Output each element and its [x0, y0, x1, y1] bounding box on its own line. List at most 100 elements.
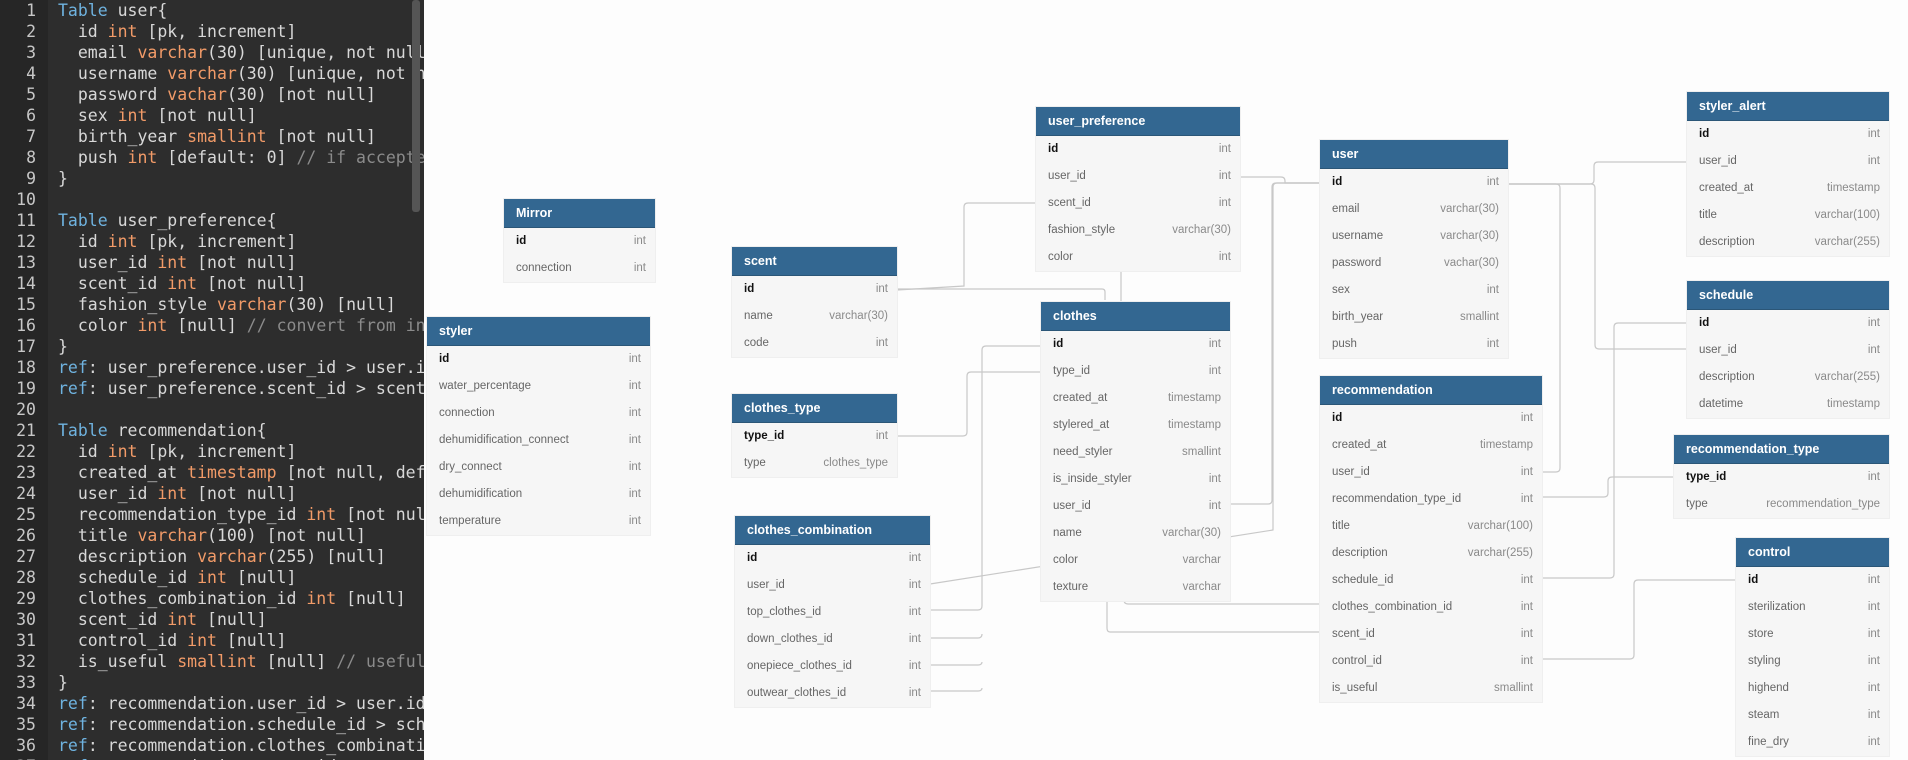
table-header[interactable]: schedule	[1687, 281, 1889, 310]
code-line[interactable]: 31 control_id int [null]	[0, 630, 424, 651]
code-line[interactable]: 23 created_at timestamp [not null, defau…	[0, 462, 424, 483]
code-line[interactable]: 13 user_id int [not null]	[0, 252, 424, 273]
table-header[interactable]: styler	[427, 317, 650, 346]
editor-scrollbar[interactable]	[412, 0, 420, 212]
table-header[interactable]: clothes_combination	[735, 516, 930, 545]
code-line[interactable]: 10	[0, 189, 424, 210]
code-line[interactable]: 28 schedule_id int [null]	[0, 567, 424, 588]
code-line[interactable]: 14 scent_id int [not null]	[0, 273, 424, 294]
code-line[interactable]: 4 username varchar(30) [unique, not null…	[0, 63, 424, 84]
code-line[interactable]: 15 fashion_style varchar(30) [null]	[0, 294, 424, 315]
code-line[interactable]: 32 is_useful smallint [null] // useful	[0, 651, 424, 672]
code-line[interactable]: 20	[0, 399, 424, 420]
code-line[interactable]: 27 description varchar(255) [null]	[0, 546, 424, 567]
code-line[interactable]: 6 sex int [not null]	[0, 105, 424, 126]
code-line[interactable]: 5 password vachar(30) [not null]	[0, 84, 424, 105]
code-line[interactable]: 26 title varchar(100) [not null]	[0, 525, 424, 546]
code-line[interactable]: 16 color int [null] // convert from int	[0, 315, 424, 336]
table-header[interactable]: scent	[732, 247, 897, 276]
code-line[interactable]: 3 email varchar(30) [unique, not null]	[0, 42, 424, 63]
table-header[interactable]: user_preference	[1036, 107, 1240, 136]
table-header[interactable]: Mirror	[504, 199, 655, 228]
code-line[interactable]: 37ref: recommendation.scent_id	[0, 756, 424, 760]
code-line[interactable]: 7 birth_year smallint [not null]	[0, 126, 424, 147]
table-header[interactable]: user	[1320, 140, 1508, 169]
table-header[interactable]: clothes	[1041, 302, 1230, 331]
code-line[interactable]: 8 push int [default: 0] // if accepted	[0, 147, 424, 168]
code-line[interactable]: 22 id int [pk, increment]	[0, 441, 424, 462]
table-header[interactable]: control	[1736, 538, 1889, 567]
code-line[interactable]: 29 clothes_combination_id int [null]	[0, 588, 424, 609]
table-header[interactable]: clothes_type	[732, 394, 897, 423]
